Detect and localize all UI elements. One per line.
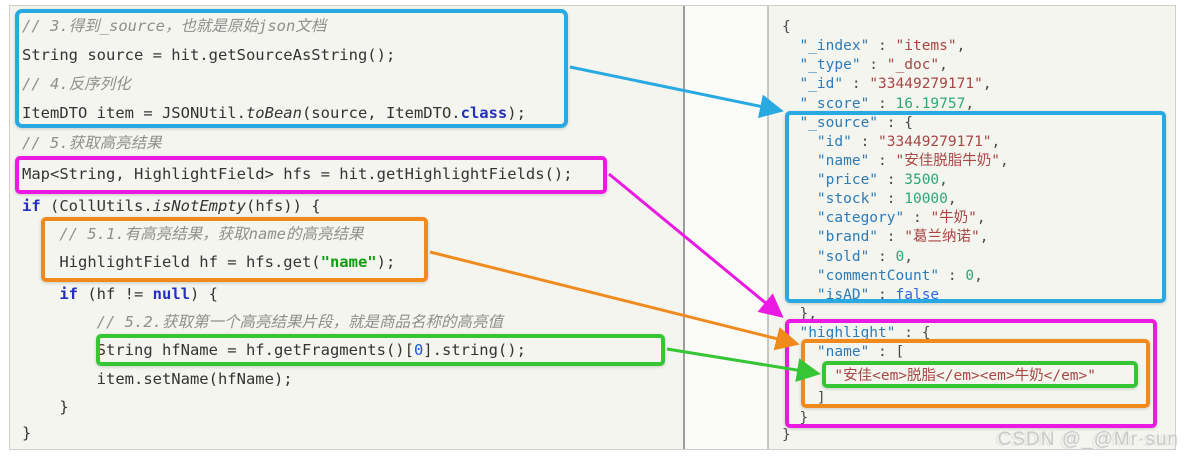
code-line: item.setName(hfName); <box>22 370 293 388</box>
code-line: // 5.获取高亮结果 <box>22 134 162 152</box>
json-line: "_index" : "items", <box>799 38 966 54</box>
json-line: "id" : "33449279171", <box>816 134 1001 150</box>
json-line: } <box>782 410 809 426</box>
code-line: // 3.得到_source，也就是原始json文档 <box>22 17 327 35</box>
json-line: "_id" : "33449279171", <box>799 76 992 92</box>
json-line: "_source" : { <box>799 115 913 131</box>
code-line: Map<String, HighlightField> hfs = hit.ge… <box>22 165 573 183</box>
json-line: "brand" : "葛兰纳诺", <box>816 229 989 245</box>
code-line: // 5.2.获取第一个高亮结果片段，就是商品名称的高亮值 <box>22 313 503 331</box>
json-line: } <box>782 427 791 443</box>
pane-divider-right <box>767 6 769 449</box>
json-line: { <box>782 19 791 35</box>
json-line: "安佳<em>脱脂</em><em>牛奶</em>" <box>834 368 1096 384</box>
code-line: // 4.反序列化 <box>22 75 131 93</box>
code-line: HighlightField hf = hfs.get("name"); <box>22 253 396 271</box>
json-line: "sold" : 0, <box>816 249 913 265</box>
json-line: "category" : "牛奶", <box>816 210 986 226</box>
json-line: }, <box>782 306 817 322</box>
json-line: "name" : "安佳脱脂牛奶", <box>816 153 1009 169</box>
code-line: } <box>22 398 69 416</box>
code-line: String source = hit.getSourceAsString(); <box>22 46 396 64</box>
code-line: String hfName = hf.getFragments()[0].str… <box>22 341 526 359</box>
json-line: "commentCount" : 0, <box>816 268 983 284</box>
code-line: if (hf != null) { <box>59 285 218 303</box>
json-line: "stock" : 10000, <box>816 191 957 207</box>
code-line: if (CollUtils.isNotEmpty(hfs)) { <box>22 197 321 215</box>
code-line: ItemDTO item = JSONUtil.toBean(source, I… <box>22 104 526 122</box>
code-line: // 5.1.有高亮结果，获取name的高亮结果 <box>22 225 364 243</box>
json-line: "isAD" : false <box>816 287 940 303</box>
json-line: ] <box>782 390 826 406</box>
json-line: "_score" : 16.19757, <box>799 96 975 112</box>
code-line: } <box>22 424 32 442</box>
json-line: "price" : 3500, <box>816 172 948 188</box>
json-line: "name" : [ <box>816 344 905 360</box>
json-line: "_type" : "_doc", <box>799 57 948 73</box>
pane-gutter <box>685 6 767 449</box>
watermark: CSDN @_@Mr·sun <box>997 429 1179 450</box>
json-line: "highlight" : { <box>799 325 931 341</box>
